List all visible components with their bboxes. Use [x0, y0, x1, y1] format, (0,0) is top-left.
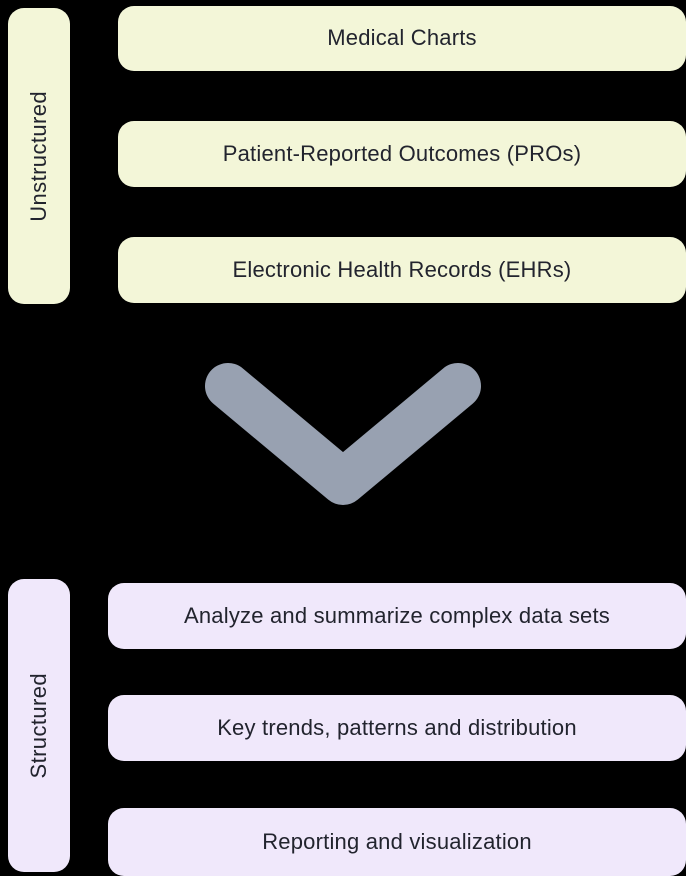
unstructured-group-bar: Unstructured — [8, 8, 70, 304]
unstructured-item-label: Patient-Reported Outcomes (PROs) — [222, 140, 582, 166]
unstructured-item-patient-reported-outcomes: Patient-Reported Outcomes (PROs) — [118, 121, 686, 187]
unstructured-item-label: Medical Charts — [327, 25, 477, 51]
unstructured-item-label: Electronic Health Records (EHRs) — [232, 256, 572, 282]
structured-item-label: Key trends, patterns and distribution — [217, 714, 577, 740]
unstructured-item-electronic-health-records: Electronic Health Records (EHRs) — [118, 237, 686, 303]
chevron-down-icon — [205, 363, 481, 505]
structured-item-label: Analyze and summarize complex data sets — [184, 602, 610, 628]
structured-item-label: Reporting and visualization — [262, 828, 532, 854]
unstructured-item-medical-charts: Medical Charts — [118, 6, 686, 71]
unstructured-group-label: Unstructured — [26, 90, 51, 222]
structured-item-key-trends: Key trends, patterns and distribution — [108, 695, 686, 761]
structured-item-reporting-visualization: Reporting and visualization — [108, 808, 686, 876]
structured-group-label: Structured — [26, 672, 51, 779]
structured-item-analyze-summarize: Analyze and summarize complex data sets — [108, 583, 686, 649]
structured-group-bar: Structured — [8, 579, 70, 872]
